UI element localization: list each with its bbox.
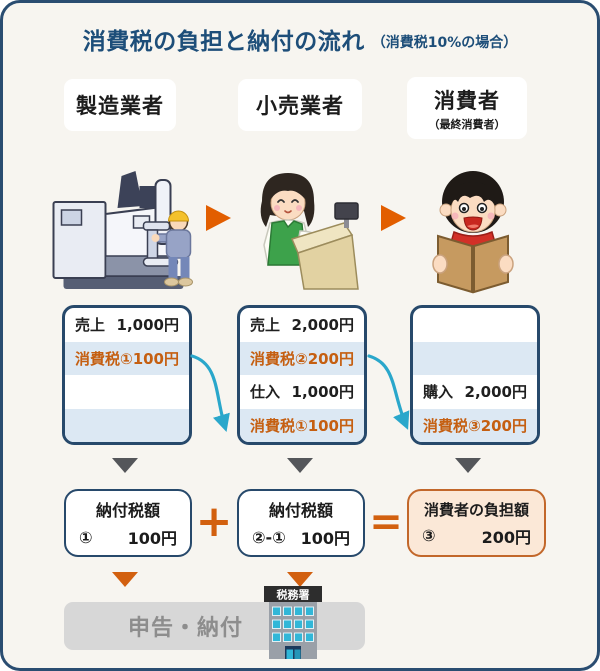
actor-consumer-subtext: （最終消費者） [428,117,506,131]
ledger-row [413,341,537,375]
down-arrow-icon [287,572,313,587]
payment-title: 納付税額 [95,501,160,520]
actor-consumer-text: 消費者 [434,88,500,113]
payment-formula: ① [79,527,93,547]
row-label: 消費税① [250,416,308,435]
ledger-row: 売上 1,000円 [65,308,189,342]
ledger-row: 売上 2,000円 [240,308,364,342]
payment-box-retailer: 納付税額 ②-① 100円 [237,489,365,557]
page-title: 消費税の負担と納付の流れ （消費税10%の場合） [0,22,600,56]
tax-pass-arrow-icon [367,354,410,430]
actor-retailer-label: 小売業者 [238,79,362,131]
actor-consumer-label: 消費者 （最終消費者） [407,77,527,139]
plus-operator: + [195,496,233,547]
page-title-note: （消費税10%の場合） [371,34,518,51]
ledger-manufacturer: 売上 1,000円 消費税① 100円 [62,305,192,445]
cashier-icon [260,173,359,290]
row-value: 1,000円 [291,383,354,402]
ledger-consumer: 購入 2,000円 消費税③ 200円 [410,305,540,445]
row-value: 2,000円 [291,316,354,335]
burden-box-consumer: 消費者の負担額 ③ 200円 [407,489,546,557]
row-label: 消費税② [250,349,308,368]
payment-formula: ②-① [252,527,286,547]
ledger-row: 購入 2,000円 [413,375,537,409]
row-label: 消費税① [75,349,133,368]
ledger-row: 仕入 1,000円 [240,375,364,409]
page-title-main: 消費税の負担と納付の流れ [82,29,365,55]
row-label: 購入 [423,383,454,402]
filing-payment-label: 申告・納付 [127,616,243,641]
row-value: 100円 [132,349,179,368]
payment-value: 100円 [300,529,350,548]
row-label: 仕入 [250,383,281,402]
consumer-reading-icon [432,171,514,294]
row-value: 2,000円 [464,383,527,402]
payment-value: 100円 [127,529,177,548]
factory-worker-icon [52,171,193,289]
down-arrow-icon [112,458,138,473]
ledger-row [413,308,537,342]
ledger-row [65,375,189,409]
flow-arrow-right-icon [381,205,406,231]
ledger-row [65,408,189,442]
payment-box-manufacturer: 納付税額 ① 100円 [64,489,192,557]
row-label: 売上 [75,316,106,335]
ledger-row: 消費税① 100円 [65,341,189,375]
flow-arrow-right-icon [206,205,231,231]
ledger-row: 消費税③ 200円 [413,408,537,442]
ledger-row: 消費税① 100円 [240,408,364,442]
actor-retailer-text: 小売業者 [256,94,344,118]
tax-office-label: 税務署 [277,588,310,602]
payment-title: 納付税額 [268,501,333,520]
burden-value: 200円 [481,527,531,547]
row-value: 200円 [307,349,354,368]
burden-title: 消費者の負担額 [423,500,529,519]
down-arrow-icon [287,458,313,473]
actor-manufacturer-text: 製造業者 [76,94,164,118]
row-label: 売上 [250,316,281,335]
equals-operator: = [369,499,403,545]
row-value: 1,000円 [116,316,179,335]
actor-manufacturer-label: 製造業者 [64,79,176,131]
down-arrow-icon [112,572,138,587]
tax-pass-arrow-icon [190,354,230,433]
down-arrow-icon [455,458,481,473]
ledger-retailer: 売上 2,000円 消費税② 200円 仕入 1,000円 消費税① 100円 [237,305,367,445]
row-label: 消費税③ [423,416,481,435]
ledger-row: 消費税② 200円 [240,341,364,375]
row-value: 100円 [307,416,354,435]
row-value: 200円 [480,416,527,435]
tax-office-building-icon: 税務署 [264,586,322,659]
burden-formula: ③ [422,526,436,545]
